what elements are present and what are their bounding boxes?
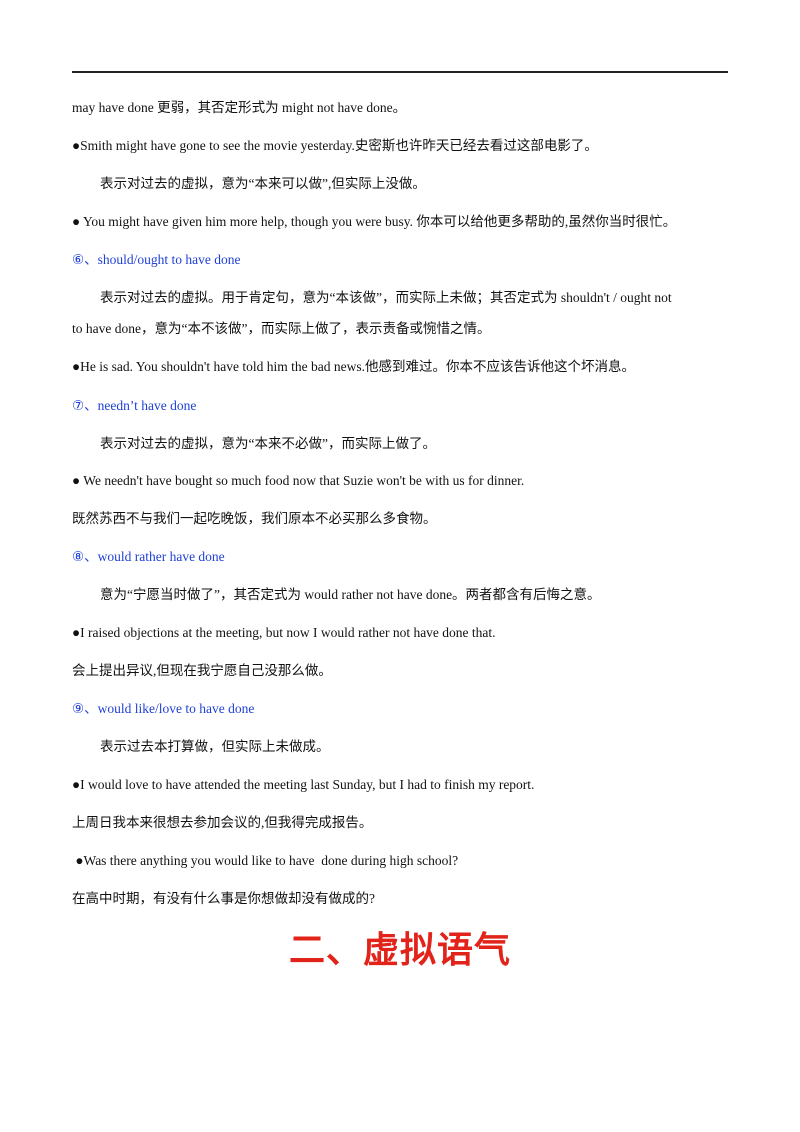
example-sentence: ●I raised objections at the meeting, but…: [72, 625, 496, 640]
section-heading: 二、虚拟语气: [288, 930, 511, 970]
subheading-would-like-love: ⑨、would like/love to have done: [72, 701, 255, 716]
example-sentence: ● You might have given him more help, th…: [72, 214, 677, 229]
subheading-would-rather: ⑧、would rather have done: [72, 549, 225, 564]
text-line: may have done 更弱，其否定形式为 might not have d…: [72, 100, 407, 115]
translation-line: 既然苏西不与我们一起吃晚饭，我们原本不必买那么多食物。: [72, 511, 437, 526]
example-sentence: ●Smith might have gone to see the movie …: [72, 138, 598, 153]
explanation-line: 表示对过去的虚拟，意为“本来可以做”,但实际上没做。: [100, 176, 426, 191]
example-sentence: ●I would love to have attended the meeti…: [72, 777, 535, 792]
explanation-line: 表示对过去的虚拟。用于肯定句，意为“本该做”，而实际上未做；其否定式为 shou…: [100, 290, 672, 305]
explanation-line: 意为“宁愿当时做了”，其否定式为 would rather not have d…: [100, 587, 601, 602]
translation-line: 上周日我本来很想去参加会议的,但我得完成报告。: [72, 815, 373, 830]
example-sentence: ● We needn't have bought so much food no…: [72, 473, 525, 488]
translation-line: 会上提出异议,但现在我宁愿自己没那么做。: [72, 663, 332, 678]
example-sentence: ●Was there anything you would like to ha…: [72, 853, 459, 868]
subheading-neednt: ⑦、needn’t have done: [72, 398, 197, 413]
explanation-line: 表示对过去的虚拟，意为“本来不必做”，而实际上做了。: [100, 436, 436, 451]
translation-line: 在高中时期，有没有什么事是你想做却没有做成的?: [72, 891, 375, 906]
subheading-should-ought: ⑥、should/ought to have done: [72, 252, 241, 267]
explanation-line: 表示过去本打算做，但实际上未做成。: [100, 739, 330, 754]
explanation-line: to have done，意为“本不该做”，而实际上做了，表示责备或惋惜之情。: [72, 321, 491, 336]
example-sentence: ●He is sad. You shouldn't have told him …: [72, 359, 635, 374]
header-rule: [72, 71, 728, 73]
